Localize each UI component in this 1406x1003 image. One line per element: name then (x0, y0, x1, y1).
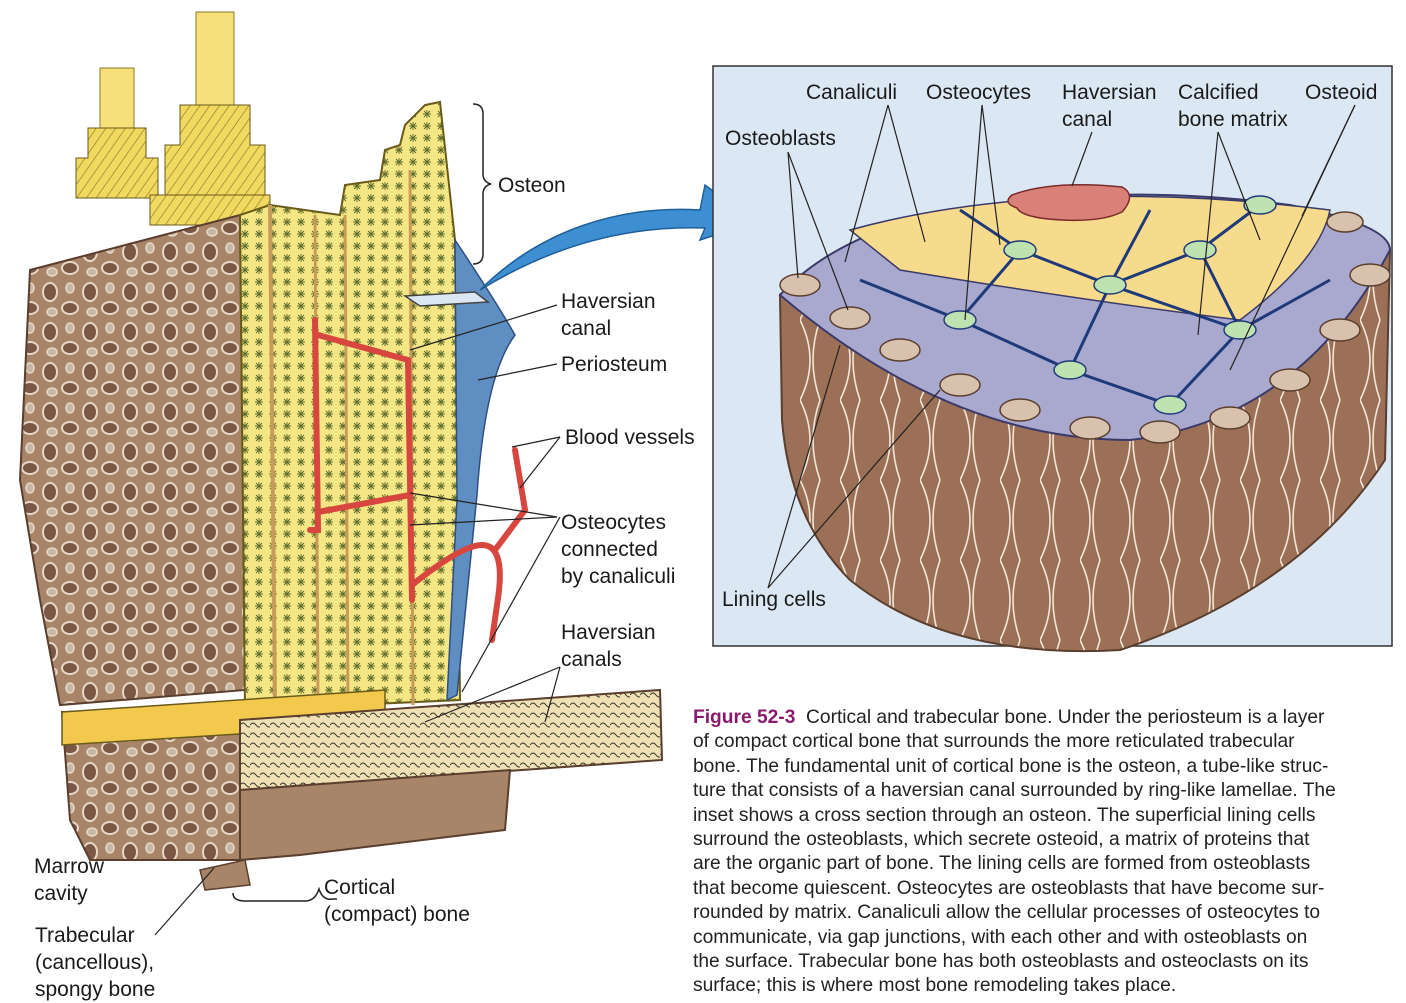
label-trabecular-bone: Trabecular (cancellous), spongy bone (35, 924, 156, 1001)
inset-leader-lines (767, 104, 1356, 589)
label-periosteum: Periosteum (561, 353, 668, 376)
label-blood-vessels: Blood vessels (565, 426, 695, 449)
caption-line: are the organic part of bone. The lining… (693, 853, 1311, 875)
caption-line: surface; this is where most bone remodel… (693, 975, 1177, 997)
inset-label-osteocytes: Osteocytes (926, 81, 1032, 104)
blood-vessels (307, 317, 529, 643)
inset-label-osteoblasts: Osteoblasts (725, 127, 836, 150)
periosteum-layer (446, 237, 516, 702)
cortical-bracket (232, 886, 337, 902)
inset-label-lining-cells: Lining cells (722, 588, 826, 611)
caption-line: of compact cortical bone that surrounds … (693, 731, 1295, 753)
bottom-cortical-slab (239, 688, 664, 792)
figure-caption: Figure 52-3 Cortical and trabecular bone… (693, 706, 1393, 999)
caption-line: ture that consists of a haversian canal … (693, 780, 1336, 802)
osteon-bracket (472, 103, 492, 265)
section-plane (402, 291, 491, 307)
trabecular-bone-block (18, 213, 247, 707)
caption-line: communicate, via gap junctions, with eac… (693, 926, 1308, 948)
inset-label-osteoid: Osteoid (1305, 81, 1378, 104)
figure-number: Figure 52-3 (693, 707, 796, 728)
label-osteocytes-connected: Osteocytes connected by canaliculi (561, 511, 676, 588)
label-haversian-canals: Haversian canals (561, 621, 656, 671)
label-osteon: Osteon (498, 174, 566, 197)
caption-line: inset shows a cross section through an o… (693, 804, 1316, 826)
inset-label-calcified-matrix: Calcified bone matrix (1178, 81, 1288, 131)
label-haversian-canal: Haversian canal (561, 290, 656, 340)
caption-line: surround the osteoblasts, which secrete … (693, 829, 1310, 851)
inset-label-canaliculi: Canaliculi (806, 81, 898, 104)
left-leader-lines (154, 304, 561, 936)
osteocyte-cells (943, 195, 1277, 415)
caption-line: bone. The fundamental unit of cortical b… (693, 755, 1329, 777)
caption-line: the surface. Trabecular bone has both os… (693, 951, 1309, 973)
caption-line: rounded by matrix. Canaliculi allow the … (693, 902, 1321, 924)
osteon-tubes (75, 11, 271, 226)
label-cortical-bone: Cortical (compact) bone (324, 876, 470, 926)
inset-rim-cells (779, 211, 1391, 444)
inset-label-haversian-canal: Haversian canal (1062, 81, 1157, 131)
inset-haversian-canal (1007, 184, 1131, 222)
label-marrow-cavity: Marrow cavity (34, 855, 105, 905)
caption-line: that become quiescent. Osteocytes are os… (693, 877, 1325, 899)
caption-line: Figure 52-3 Cortical and trabecular bone… (693, 707, 1325, 728)
